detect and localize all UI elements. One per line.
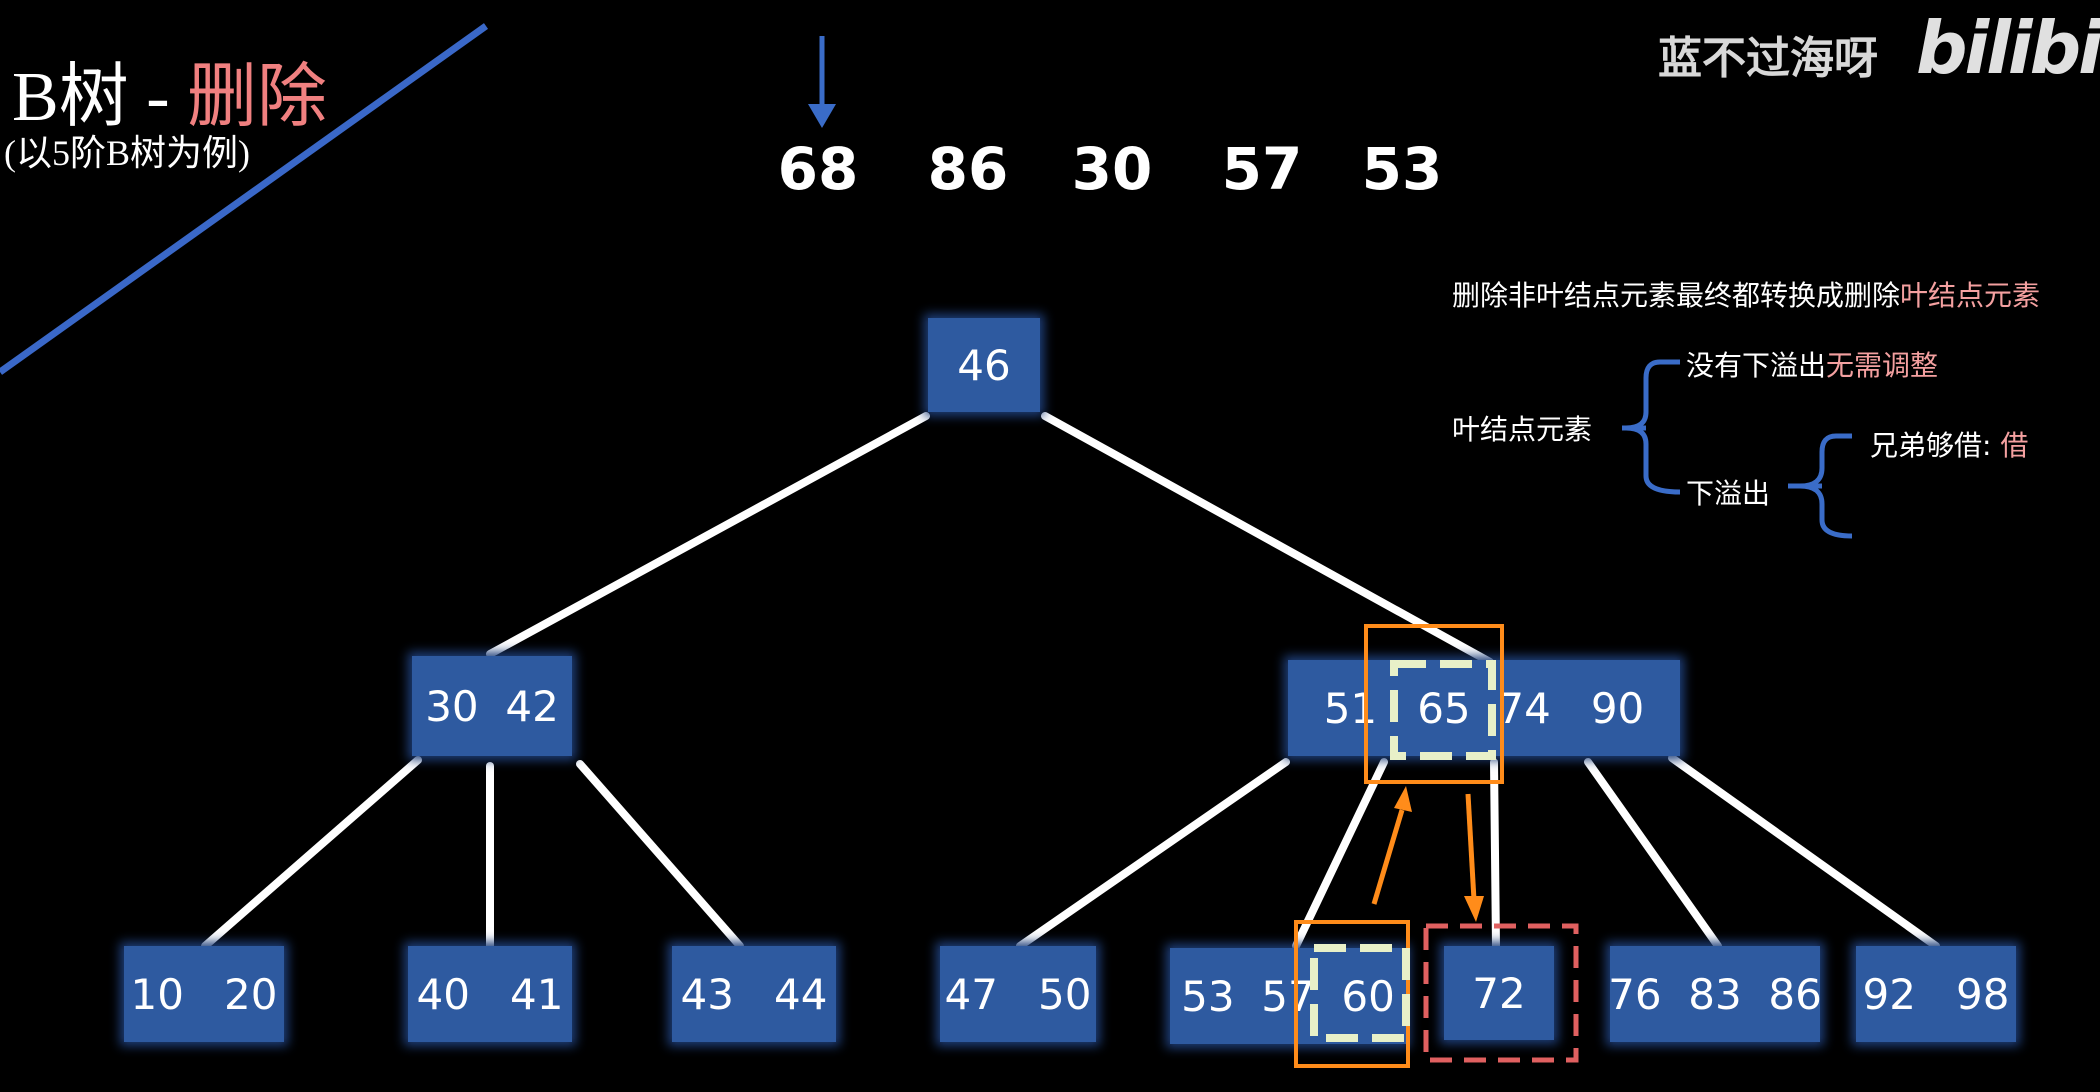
note-borrow-highlight: 借 [2000, 429, 2029, 462]
bilibili-logo: bilibili [1916, 6, 2100, 90]
title-main: B树 - [12, 59, 187, 136]
tree-leaf-target: 53 57 60 [1170, 948, 1406, 1044]
tree-node-root: 46 [928, 318, 1040, 412]
author-watermark: 蓝不过海呀 [1658, 33, 1878, 84]
tree-node-level1-right: 51 65 74 90 [1288, 660, 1680, 756]
edge-l-leaf3 [576, 760, 744, 950]
edge-root-left [486, 412, 930, 658]
note-no-underflow-text: 没有下溢出 [1686, 349, 1827, 382]
tree-leaf: 40 41 [408, 946, 572, 1042]
tree-leaf: 92 98 [1856, 946, 2016, 1042]
sequence-pointer-arrowhead [808, 104, 836, 128]
sequence-item: 86 [927, 135, 1009, 203]
tree-edges [201, 412, 1940, 950]
page-title: B树 - 删除 [12, 40, 327, 141]
tree-leaf-borrower: 72 [1444, 946, 1554, 1040]
edge-r-leaf6 [1490, 758, 1500, 950]
note-rule-highlight: 叶结点元素 [1900, 279, 2041, 312]
note-no-underflow: 没有下溢出无需调整 [1686, 344, 1938, 384]
edge-r-leaf7 [1584, 758, 1722, 950]
sequence-item: 68 [777, 135, 859, 203]
edge-root-right [1041, 412, 1494, 666]
note-rule: 删除非叶结点元素最终都转换成删除叶结点元素 [1452, 274, 2040, 314]
title-highlight: 删除 [187, 55, 327, 137]
note-borrow-text: 兄弟够借: [1870, 429, 2001, 462]
page-subtitle: (以5阶B树为例) [4, 133, 250, 173]
sequence-item: 30 [1071, 135, 1153, 203]
edge-r-leaf4 [1016, 758, 1290, 950]
note-leaf-element: 叶结点元素 [1452, 413, 1593, 446]
diagonal-accent-line [0, 23, 489, 375]
note-rule-text: 删除非叶结点元素最终都转换成删除 [1452, 279, 1901, 312]
note-borrow: 兄弟够借: 借 [1870, 424, 2028, 464]
tree-leaf: 76 83 86 [1608, 946, 1822, 1042]
edge-r-leaf5 [1292, 758, 1388, 950]
note-no-underflow-highlight: 无需调整 [1826, 349, 1939, 382]
tree-leaf: 47 50 [940, 946, 1096, 1042]
sequence-item: 53 [1361, 135, 1443, 203]
tree-leaf: 43 44 [672, 946, 836, 1042]
edge-r-leaf8 [1668, 754, 1940, 950]
edge-l-leaf1 [201, 756, 422, 950]
sequence-item: 57 [1221, 135, 1303, 203]
note-underflow: 下溢出 [1686, 477, 1771, 510]
tree-node-level1-left: 30 42 [412, 656, 572, 756]
tree-leaf: 10 20 [124, 946, 284, 1042]
